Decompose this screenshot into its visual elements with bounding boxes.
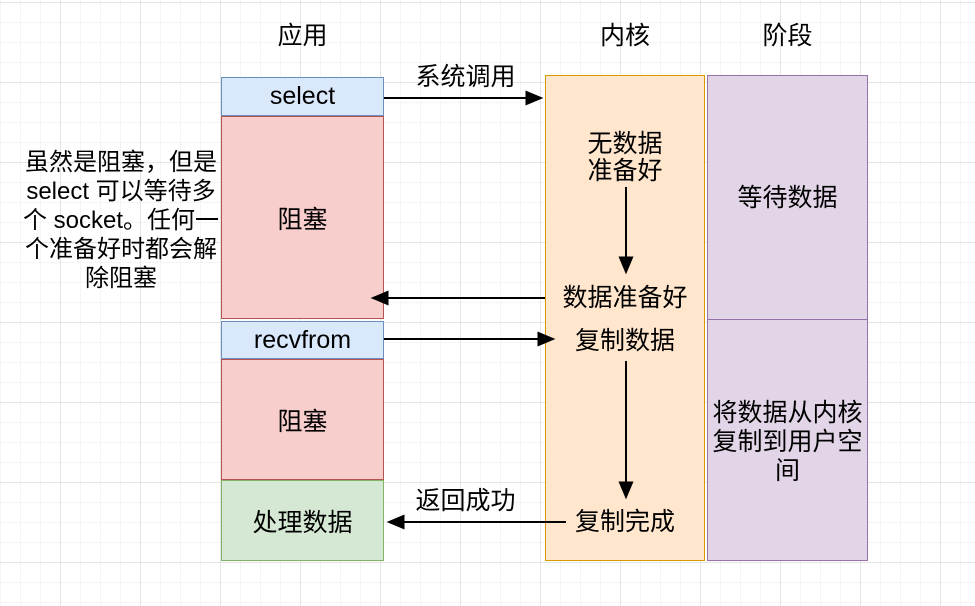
blocking-box-2: 阻塞 — [221, 359, 384, 480]
stage-copy-box — [707, 318, 868, 561]
return-success-arrow-label: 返回成功 — [415, 487, 516, 515]
data-ready-label: 数据准备好 — [562, 284, 688, 312]
note-text: 虽然是阻塞，但是 select 可以等待多 个 socket。任何一 个准备好时… — [22, 149, 220, 292]
stage-wait-box — [707, 75, 868, 320]
blocking-box-1: 阻塞 — [221, 116, 384, 319]
select-box: select — [221, 77, 384, 116]
copy-to-user-label: 将数据从内核 复制到用户空 间 — [712, 399, 863, 485]
kernel-column-header: 内核 — [599, 22, 650, 50]
no-data-ready-label: 无数据 准备好 — [587, 130, 663, 185]
recvfrom-box: recvfrom — [221, 321, 384, 359]
process-data-box: 处理数据 — [221, 480, 384, 561]
copy-data-label: 复制数据 — [574, 327, 675, 355]
syscall-arrow-label: 系统调用 — [415, 63, 516, 91]
stage-column-header: 阶段 — [762, 22, 813, 50]
wait-data-label: 等待数据 — [737, 184, 838, 212]
app-column-header: 应用 — [277, 22, 328, 50]
copy-done-label: 复制完成 — [574, 508, 675, 536]
